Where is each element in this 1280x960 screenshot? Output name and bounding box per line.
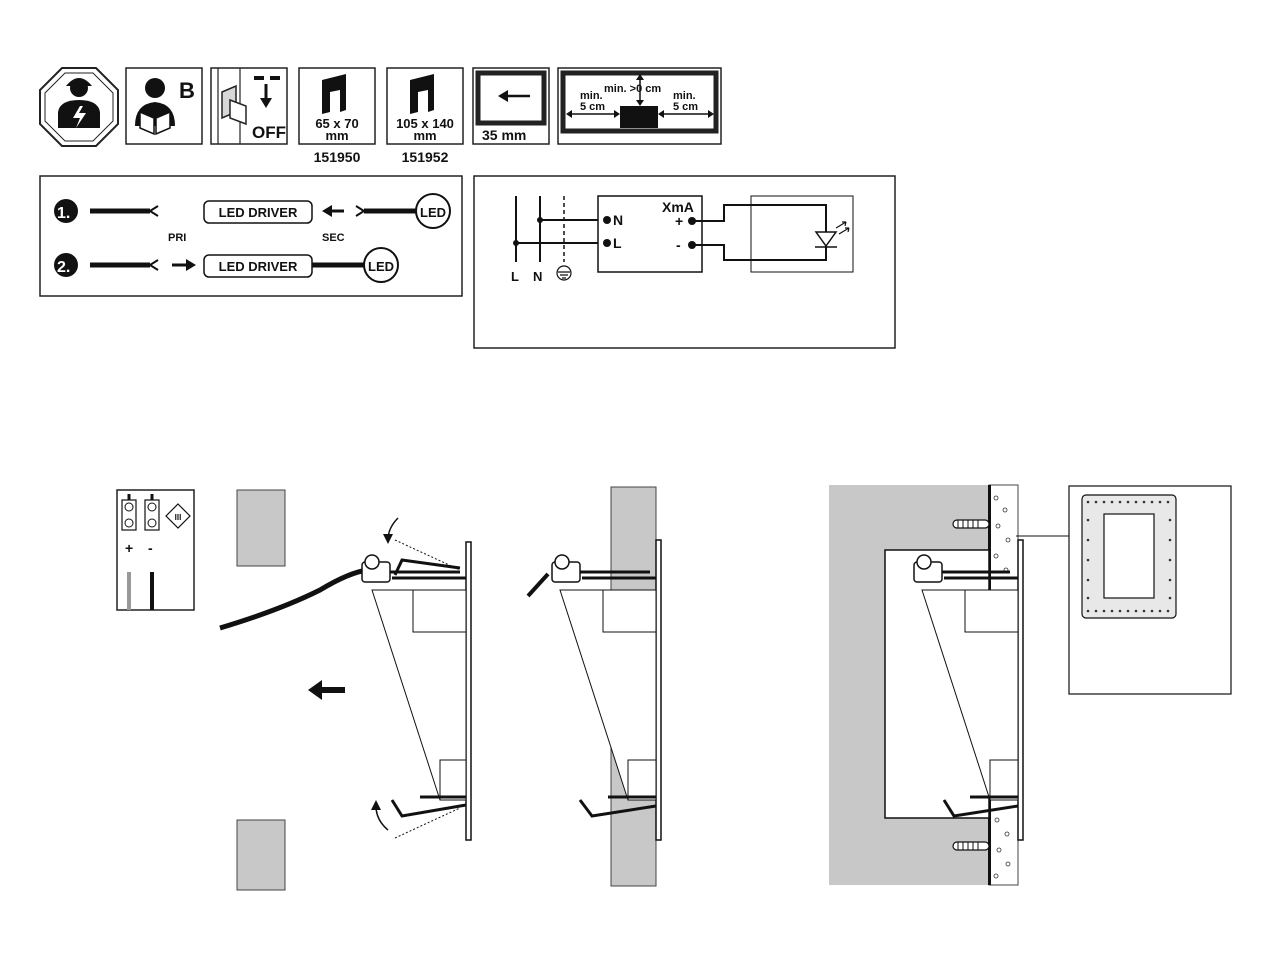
pri-label: PRI bbox=[168, 232, 186, 244]
depth-label: 35 mm bbox=[482, 127, 526, 143]
install-step-a bbox=[219, 489, 472, 891]
cutout-small-code: 151950 bbox=[314, 149, 361, 165]
terminal-n: N bbox=[613, 212, 623, 228]
driver-label-2: LED DRIVER bbox=[219, 259, 298, 274]
cutout-large-unit: mm bbox=[413, 128, 436, 143]
led-label-1: LED bbox=[420, 205, 446, 220]
terminal-plus: + bbox=[125, 540, 133, 556]
bulletin-letter: B bbox=[179, 78, 195, 103]
current-label: XmA bbox=[662, 199, 694, 215]
rotate-arrow-icon-2 bbox=[371, 800, 381, 810]
led-circle-1 bbox=[415, 193, 451, 229]
electrician-icon bbox=[39, 67, 119, 147]
step1-badge bbox=[54, 199, 78, 223]
driver-label-1: LED DRIVER bbox=[219, 205, 298, 220]
clearance-right-min: min. bbox=[673, 90, 696, 102]
terminal-l: L bbox=[613, 235, 622, 251]
supply-l: L bbox=[511, 269, 519, 284]
sec-label: SEC bbox=[322, 232, 345, 244]
output-plus: + bbox=[675, 213, 683, 229]
driver-box-1 bbox=[203, 200, 313, 224]
arrow-left-icon bbox=[322, 205, 332, 217]
clearance-left-value: 5 cm bbox=[580, 101, 605, 113]
terminal-minus: - bbox=[148, 540, 153, 556]
switch-off-icon: OFF bbox=[210, 67, 288, 145]
cutout-small-size: 65 x 70 bbox=[315, 116, 358, 131]
cutout-small-unit: mm bbox=[325, 128, 348, 143]
step2-number: 2. bbox=[57, 259, 70, 276]
ground-icon bbox=[556, 265, 572, 281]
led-label-2: LED bbox=[368, 259, 394, 274]
led-module bbox=[750, 195, 854, 273]
clearance-left-min: min. bbox=[580, 90, 603, 102]
class-iii-label: III bbox=[175, 513, 182, 522]
clearance-icon: min. >0 cm min. 5 cm min. 5 cm bbox=[557, 67, 722, 145]
wiring-steps-panel: 1. LED DRIVER LED PRI SEC 2. LED DRIVER … bbox=[39, 175, 463, 297]
step2-badge bbox=[54, 253, 78, 277]
arrow-right-icon bbox=[186, 259, 196, 271]
screw-icon-2 bbox=[952, 841, 990, 851]
install-step-b bbox=[526, 486, 662, 887]
rotate-arrow-icon bbox=[383, 534, 393, 544]
depth-icon: 35 mm bbox=[472, 67, 550, 145]
cutout-large-code: 151952 bbox=[402, 149, 449, 165]
schematic-panel: L N N L XmA + - bbox=[473, 175, 896, 349]
cutout-large-size: 105 x 140 bbox=[396, 116, 454, 131]
clearance-right-value: 5 cm bbox=[673, 101, 698, 113]
step1-number: 1. bbox=[57, 205, 70, 222]
supply-n: N bbox=[533, 269, 542, 284]
class-iii-icon: III bbox=[165, 503, 191, 529]
terminal-block: + - III bbox=[116, 489, 195, 611]
driver-block bbox=[597, 195, 703, 273]
led-diode-icon bbox=[814, 221, 850, 248]
led-circle-2 bbox=[363, 247, 399, 283]
plaster-texture bbox=[993, 495, 1011, 879]
screw-icon bbox=[952, 519, 990, 529]
install-step-c bbox=[829, 484, 1232, 886]
pull-arrow-icon bbox=[308, 680, 322, 700]
plaster-dots bbox=[1086, 500, 1172, 613]
cutout-small-icon: 65 x 70 mm 151950 bbox=[298, 67, 376, 165]
clearance-top: min. >0 cm bbox=[604, 83, 661, 95]
off-label: OFF bbox=[252, 123, 286, 142]
output-minus: - bbox=[676, 237, 681, 253]
read-manual-icon: B bbox=[125, 67, 203, 145]
cutout-large-icon: 105 x 140 mm 151952 bbox=[386, 67, 464, 165]
